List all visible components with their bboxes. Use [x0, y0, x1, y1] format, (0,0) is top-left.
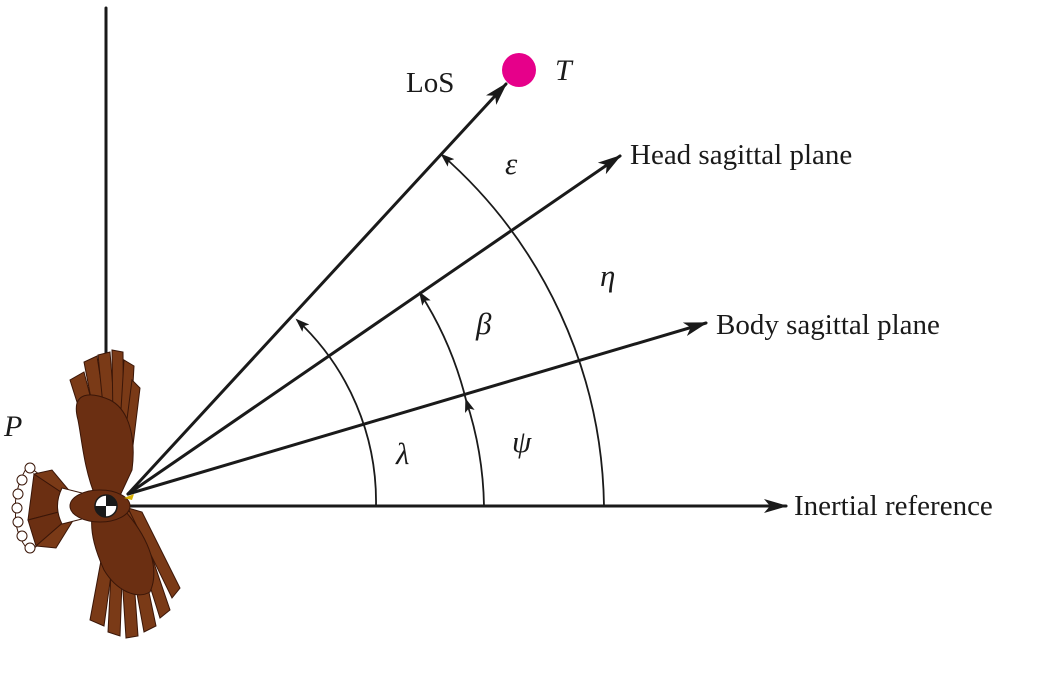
target-label: T — [555, 54, 574, 87]
hawk-icon — [11, 349, 181, 639]
beta-arc — [418, 291, 467, 401]
inertial-label: Inertial reference — [794, 490, 993, 522]
lambda-label: λ — [395, 436, 409, 471]
los-label: LoS — [406, 67, 454, 99]
eta-label: η — [600, 258, 615, 293]
head-plane-label: Head sagittal plane — [630, 139, 852, 171]
eta-arc — [440, 153, 605, 507]
beta-label: β — [475, 306, 492, 341]
psi-label: ψ — [512, 424, 532, 459]
psi-arc — [465, 398, 485, 507]
body-plane-label: Body sagittal plane — [716, 309, 940, 341]
target-dot-icon — [502, 53, 536, 87]
epsilon-label: ε — [505, 146, 518, 181]
lambda-arc — [295, 318, 377, 507]
head-sagittal-ray — [126, 154, 622, 496]
line-of-sight-ray — [126, 82, 508, 496]
pursuer-label: P — [3, 410, 22, 443]
body-sagittal-ray — [126, 321, 708, 496]
